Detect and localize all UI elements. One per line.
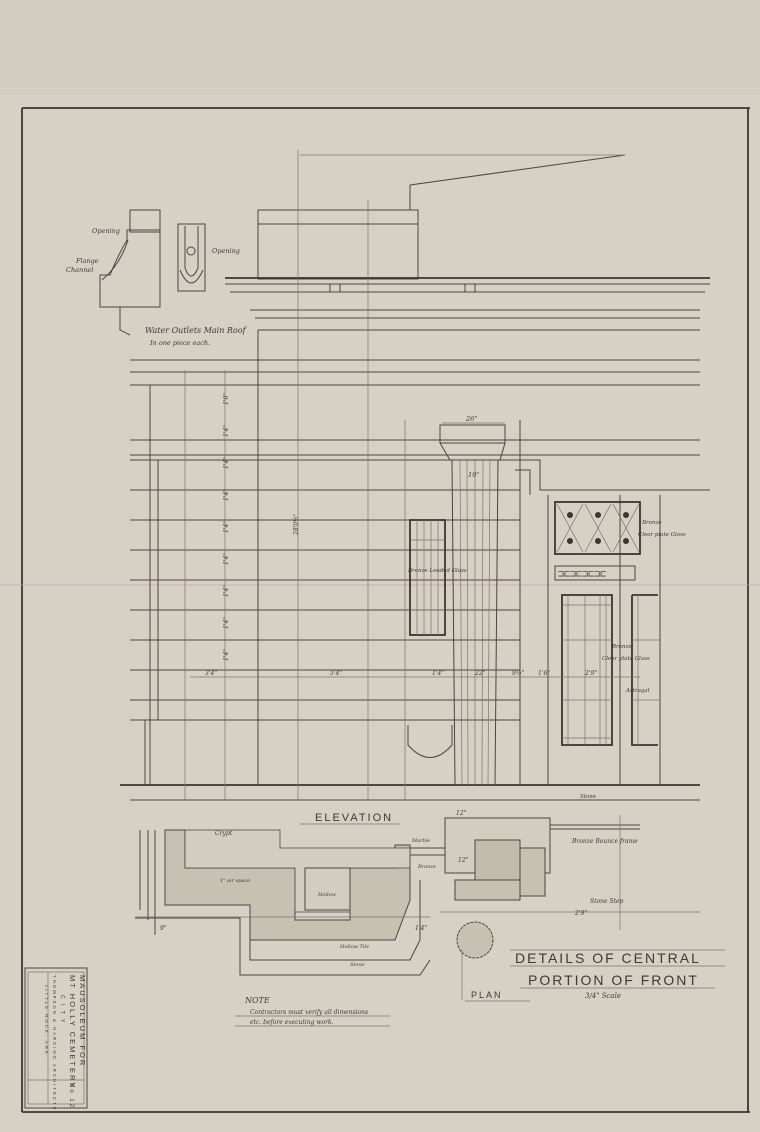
label-stone-plan: Stone — [350, 962, 365, 968]
project-line-1: MAUSOLEUM FOR — [78, 975, 87, 1067]
vertical-dimension: 1'4" — [223, 585, 230, 597]
grille-rosette — [595, 512, 601, 518]
vertical-dimension: 1'0" — [223, 393, 230, 405]
transom-bronze-label: Bronze — [641, 520, 662, 526]
vertical-dimension: 1'4" — [223, 489, 230, 501]
grille-rosette — [623, 538, 629, 544]
scale-label: 3/4" Scale — [585, 992, 621, 1000]
water-outlet-detail: Opening Flange Channel Opening Water Out… — [66, 209, 248, 347]
label-hollow: Hollow — [317, 892, 337, 898]
heading-line-2: PORTION OF FRONT — [528, 972, 699, 988]
horizontal-dimension: 3'4" — [205, 670, 217, 677]
sheet-border — [21, 107, 750, 1113]
horizontal-dimension: 1'6" — [538, 670, 550, 677]
title-block: MAUSOLEUM FOR MT HOLLY CEMETERY C I T Y … — [24, 967, 88, 1111]
horizontal-dimension: 5'4" — [330, 670, 342, 677]
water-outlet-caption: Water Outlets Main Roof — [145, 326, 248, 335]
dim-2-9: 2'9" — [574, 910, 587, 917]
door-bronze-label: Bronze — [611, 644, 632, 650]
column-neck: 19" — [468, 471, 479, 479]
project-line-2: MT HOLLY CEMETERY — [68, 975, 77, 1089]
horizontal-dimension: 9½" — [512, 670, 525, 677]
label-flange: Flange — [75, 257, 99, 265]
note-text-1: Contractors must verify all dimensions — [250, 1009, 368, 1016]
architects: THOMPSON & HARDING ARCHITECTS — [52, 975, 57, 1111]
stone-label: Stone — [580, 794, 597, 800]
grille-rosette — [595, 538, 601, 544]
dim-1-4: 1'4" — [415, 925, 427, 932]
plan-drawing: Crypt 1" air space Hollow Hollow Tile St… — [135, 810, 700, 1002]
horizontal-dimension: 2'9" — [584, 670, 597, 677]
architects-location: LITTLE ROCK, ARK. — [44, 985, 49, 1059]
project-city: C I T Y — [59, 995, 65, 1024]
label-opening-1: Opening — [92, 227, 120, 235]
vertical-dimension: 1'4" — [223, 521, 230, 533]
label-air-space: 1" air space — [220, 878, 250, 884]
dim-12-b: 12" — [458, 857, 469, 864]
label-opening-2: Opening — [212, 247, 240, 255]
note-text-2: etc. before executing work. — [250, 1019, 334, 1026]
horizontal-dimension: 22" — [474, 670, 486, 677]
vertical-dimension: 28'0½" — [293, 513, 300, 536]
grille-bar — [556, 503, 584, 553]
label-marble: Marble — [411, 838, 430, 844]
greek-fret-band: ⊐⊏⊐⊏⊐⊏⊐⊏ — [558, 569, 606, 580]
vertical-dimension: 1'4" — [223, 553, 230, 565]
elevation-title: ELEVATION — [315, 812, 393, 824]
dim-12-a: 12" — [456, 810, 467, 817]
horizontal-dimension: 1'4" — [432, 670, 444, 677]
water-outlet-caption-sub: In one piece each. — [149, 339, 210, 347]
label-bronze-frame: Bronze Bounce frame — [571, 838, 638, 845]
vertical-dimension: 1'4" — [223, 649, 230, 661]
grille-rosette — [567, 512, 573, 518]
transom-glass-label: Clear plate Glass — [638, 532, 686, 538]
plan-title: PLAN — [471, 990, 503, 1000]
note-title: NOTE — [244, 996, 270, 1005]
grille-rosette — [567, 538, 573, 544]
grille-bar — [584, 503, 612, 553]
vertical-dimension: 1'4" — [223, 617, 230, 629]
transom-grille — [556, 503, 640, 553]
drawing-heading: DETAILS OF CENTRAL PORTION OF FRONT 3/4"… — [510, 949, 725, 1000]
note: NOTE Contractors must verify all dimensi… — [235, 996, 390, 1027]
heading-line-1: DETAILS OF CENTRAL — [515, 950, 701, 966]
label-bronze: Bronze — [417, 864, 436, 870]
sheet-number: No 12 — [68, 1083, 74, 1109]
grille-bar — [612, 503, 640, 553]
label-stone-step: Stone Step — [590, 898, 624, 905]
window-label: Bronze Leaded Glass — [407, 568, 467, 574]
elevation-drawing: 26" 19" Bronze Leaded Glass ⊐⊏⊐⊏⊐⊏⊐⊏ Bro… — [120, 150, 710, 825]
vertical-dimension: 1'4" — [223, 425, 230, 437]
astragal-label: Astragal — [625, 688, 650, 694]
vertical-dimension: 1'4" — [223, 457, 230, 469]
grille-rosette — [623, 512, 629, 518]
label-crypt: Crypt — [215, 830, 233, 837]
dim-9: 9" — [160, 925, 167, 932]
column-top-width: 26" — [465, 415, 477, 423]
door-glass-label: Clear plate Glass — [602, 656, 650, 662]
label-channel: Channel — [66, 266, 93, 274]
label-hollow-tile: Hollow Tile — [339, 944, 369, 950]
